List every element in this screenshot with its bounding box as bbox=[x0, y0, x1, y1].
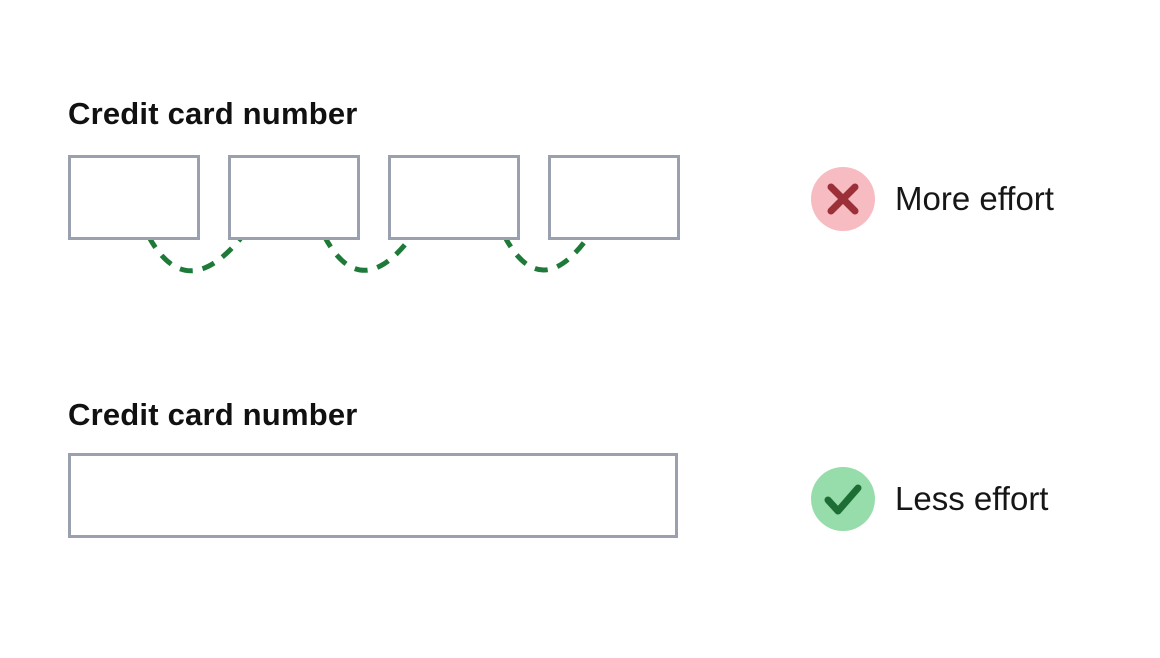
check-icon bbox=[811, 467, 875, 531]
less-effort-label: Less effort bbox=[895, 480, 1049, 517]
card-segment-input-1[interactable] bbox=[68, 155, 200, 240]
segmented-card-inputs bbox=[68, 155, 680, 240]
card-segment-input-2[interactable] bbox=[228, 155, 360, 240]
credit-card-label-single: Credit card number bbox=[68, 397, 358, 432]
card-segment-input-3[interactable] bbox=[388, 155, 520, 240]
verdict-less-effort: Less effort bbox=[811, 467, 1048, 531]
credit-card-label-segmented: Credit card number bbox=[68, 96, 358, 131]
card-segment-input-4[interactable] bbox=[548, 155, 680, 240]
verdict-more-effort: More effort bbox=[811, 167, 1054, 231]
card-number-input[interactable] bbox=[68, 453, 678, 538]
x-icon bbox=[811, 167, 875, 231]
more-effort-label: More effort bbox=[895, 180, 1054, 217]
